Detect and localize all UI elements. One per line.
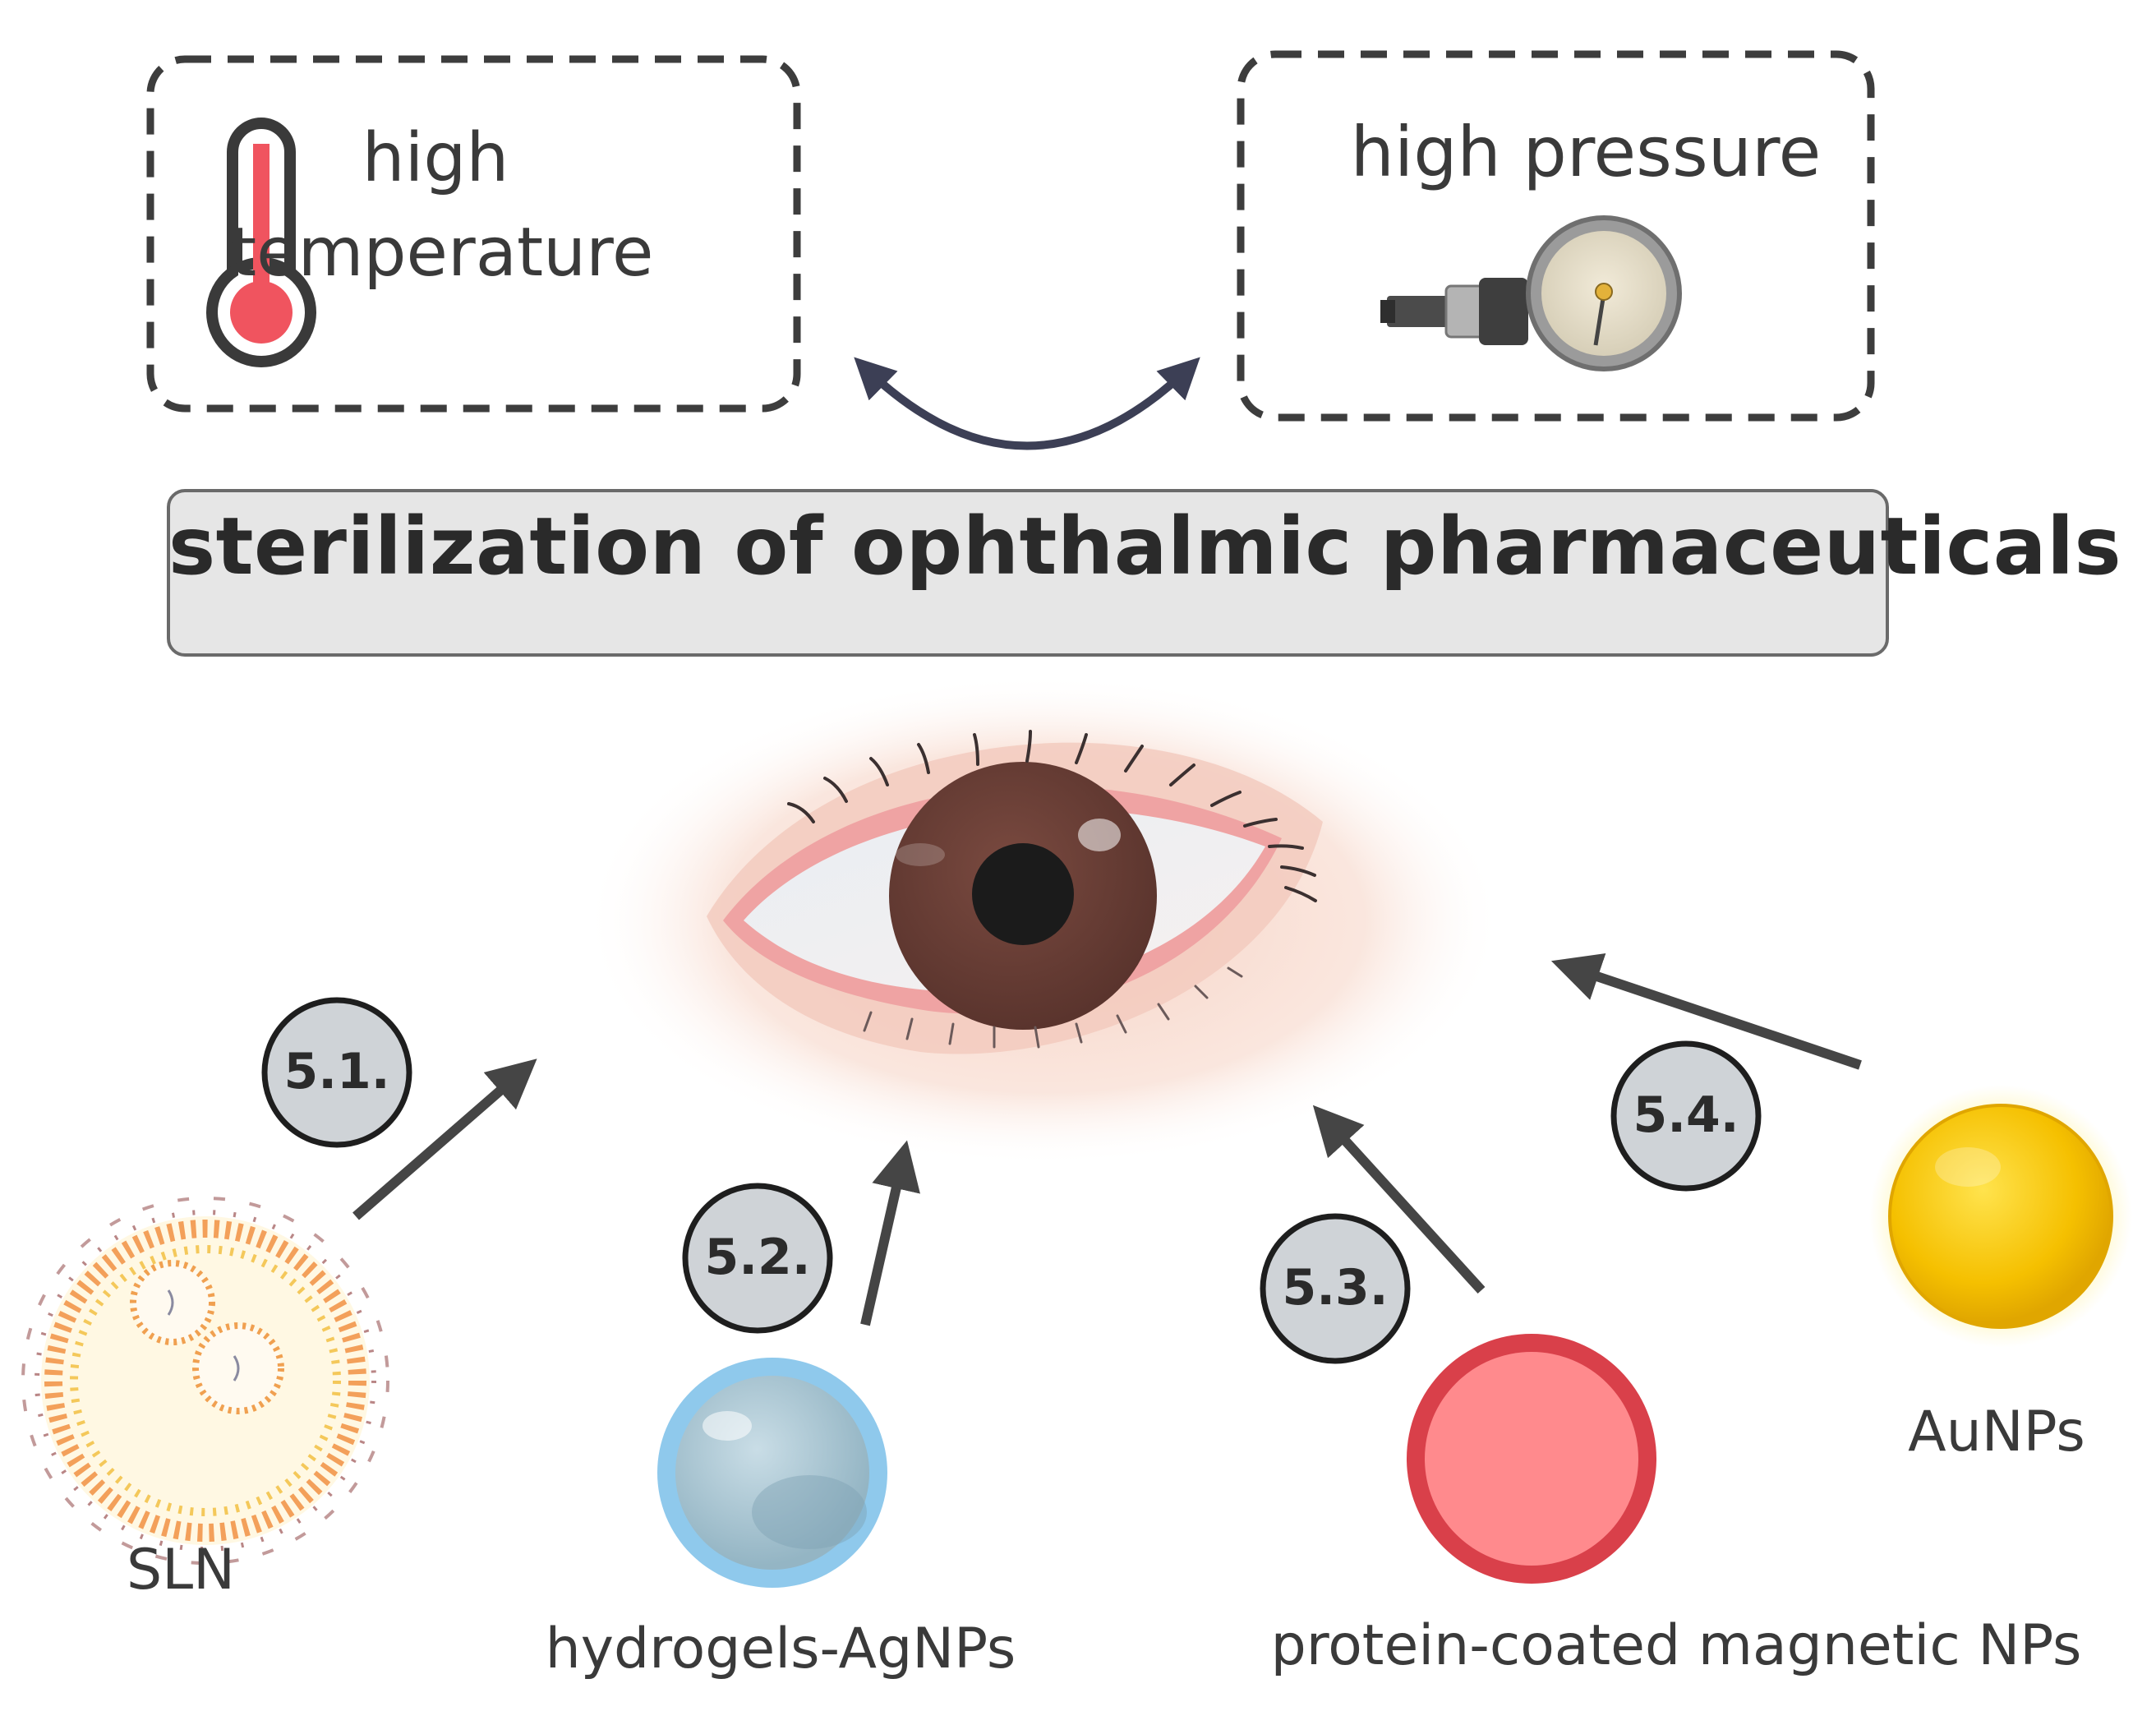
hydrogels-agnp-icon (657, 1358, 887, 1588)
curved-double-arrow (854, 357, 1200, 450)
badge-5-4-label: 5.4. (1633, 1086, 1739, 1144)
high-temperature-line1: high (362, 119, 509, 197)
arrow-5-1 (352, 1059, 537, 1220)
badge-5-2 (682, 1183, 833, 1334)
arrow-5-4 (1550, 952, 1862, 1070)
au-nanoparticle-icon (1869, 1085, 2132, 1348)
badge-5-2-label: 5.2. (704, 1229, 811, 1286)
protein-coated-magnetic-nps-label: protein-coated magnetic NPs (1270, 1613, 2082, 1678)
sln-label: SLN (127, 1538, 235, 1603)
aunps-label: AuNPs (1908, 1400, 2085, 1464)
protein-coated-magnetic-np-icon (1407, 1334, 1656, 1584)
badge-5-3 (1260, 1213, 1411, 1364)
diagram-title: sterilization of ophthalmic pharmaceutic… (168, 500, 2122, 593)
badge-5-1 (261, 997, 412, 1148)
sln-nanoparticle-icon (21, 1197, 389, 1565)
high-temperature-label: high temperature (230, 111, 654, 300)
high-pressure-label: high pressure (1350, 112, 1822, 192)
badge-5-4 (1610, 1040, 1762, 1192)
high-temperature-line2: temperature (230, 214, 654, 292)
title-box (167, 489, 1889, 657)
thermometer-icon (206, 118, 316, 367)
hydrogels-agnps-label: hydrogels-AgNPs (545, 1617, 1016, 1681)
high-temperature-box (146, 55, 801, 413)
pressure-gauge-icon (1380, 215, 1682, 371)
high-pressure-box (1237, 50, 1875, 422)
badge-5-1-label: 5.1. (283, 1043, 390, 1100)
badge-5-3-label: 5.3. (1282, 1259, 1389, 1317)
arrow-5-3 (1312, 1105, 1486, 1294)
eye-illustration (583, 674, 1504, 1167)
arrow-5-2 (860, 1140, 920, 1326)
